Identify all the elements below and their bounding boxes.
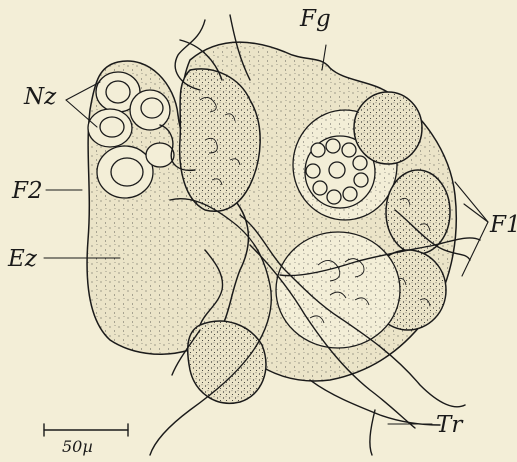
label-f2: F2 xyxy=(11,178,43,204)
scale-bar: 50µ xyxy=(44,424,128,456)
scale-bar-label: 50µ xyxy=(62,437,93,456)
label-nz: Nz xyxy=(23,84,57,110)
label-fg: Fg xyxy=(299,6,331,32)
label-f1: F1 xyxy=(489,212,517,238)
label-ez: Ez xyxy=(7,246,38,272)
label-tr: Tr xyxy=(436,412,464,438)
lower-central-cell xyxy=(276,232,400,348)
